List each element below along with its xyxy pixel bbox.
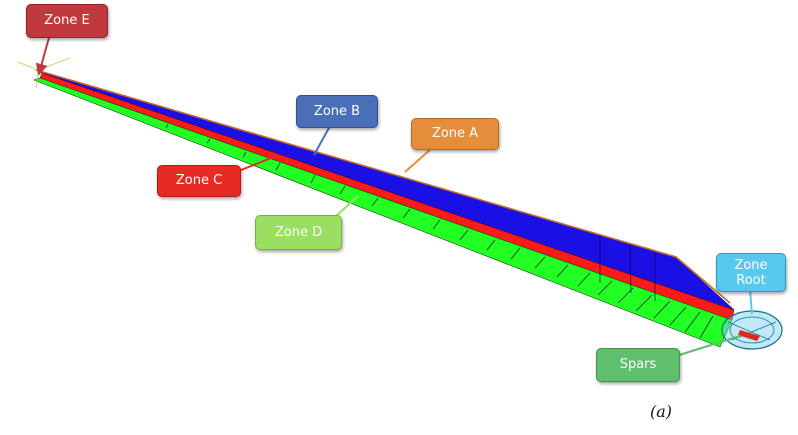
zone-c-label: Zone C <box>157 165 241 197</box>
figure-caption: (a) <box>650 402 673 421</box>
zone-b-label: Zone B <box>296 95 378 128</box>
zone-root-label: Zone Root <box>716 253 786 292</box>
spars-arrow <box>675 335 741 357</box>
zone-c-arrow <box>235 155 277 173</box>
zone-d-arrow <box>333 195 359 219</box>
spars-label: Spars <box>596 348 680 382</box>
zone-d-label: Zone D <box>255 215 342 250</box>
zone-root-arrow <box>749 289 753 315</box>
blade-green-surface <box>33 77 733 348</box>
zone-e-arrow <box>35 33 51 76</box>
zone-a-label: Zone A <box>411 118 499 150</box>
zone-e-label: Zone E <box>26 4 108 38</box>
section-lines-upper <box>599 235 656 301</box>
blade-leading-edge <box>35 69 731 304</box>
root-section <box>721 310 783 350</box>
zone-a-arrow <box>404 147 433 173</box>
zone-b-arrow <box>313 125 331 156</box>
blade-red-band <box>39 72 735 321</box>
section-lines <box>165 123 714 339</box>
